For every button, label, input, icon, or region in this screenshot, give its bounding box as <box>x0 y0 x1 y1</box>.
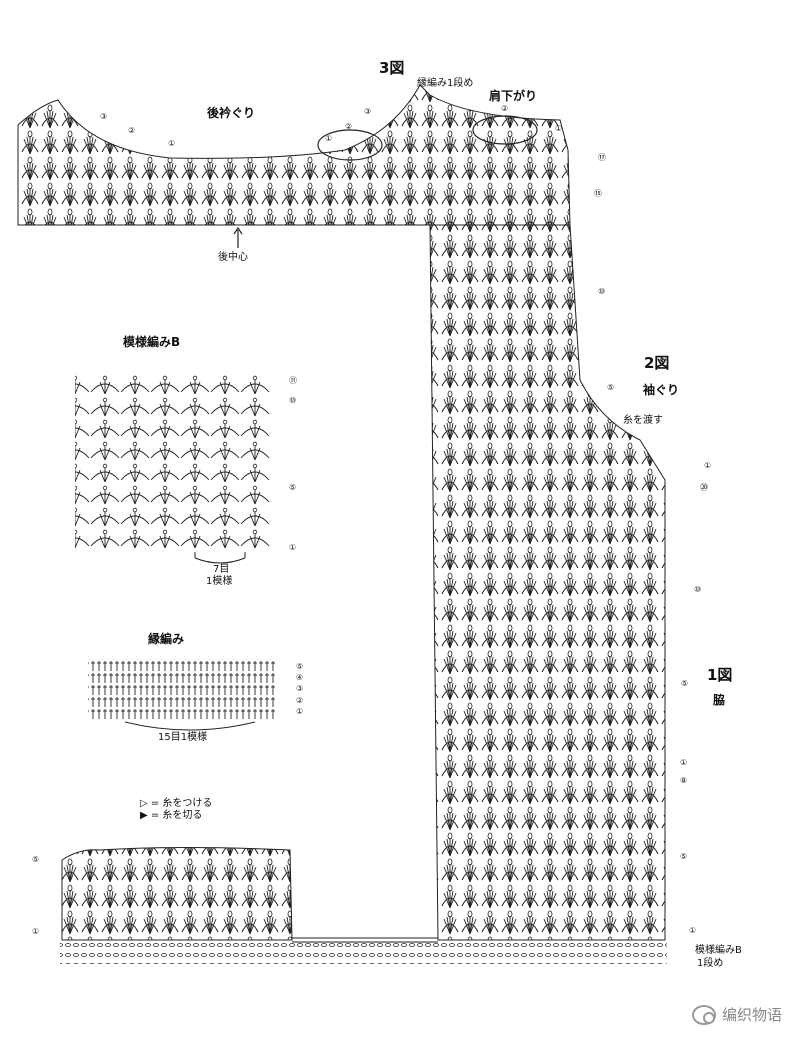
stitch-7-label: 7目 <box>213 564 230 575</box>
row-15: ⑮ <box>594 189 602 198</box>
legend-cut: ▶ = 糸を切る <box>140 810 203 821</box>
row-side-1: ① <box>704 461 711 470</box>
row-bd-1: ① <box>296 707 303 716</box>
lower-left-panel <box>61 847 293 941</box>
repeat-1-label: 1模様 <box>206 576 233 587</box>
pattern-b-swatch <box>75 372 270 550</box>
row-shoulder-1: ① <box>325 134 332 143</box>
edge-row1-label: 縁編み1段め <box>417 78 474 89</box>
fig2-label: 2図 <box>644 354 670 372</box>
row-right-1: ① <box>555 124 562 133</box>
row-pb-10: ⑩ <box>289 396 296 405</box>
row-armhole-5: ⑤ <box>607 383 614 392</box>
shoulder-dec-mark <box>472 115 538 145</box>
border-swatch <box>88 660 276 720</box>
row-pb-11: ⑪ <box>289 376 297 385</box>
body-panel <box>429 224 666 941</box>
back-yoke-panel <box>17 84 571 226</box>
row-side-20: ⑳ <box>700 483 708 492</box>
row-left-1: ① <box>680 758 687 767</box>
row-10: ⑩ <box>598 287 605 296</box>
wechat-icon <box>691 1004 716 1025</box>
bottom-border-row <box>60 940 667 964</box>
row-low-1: ① <box>689 926 696 935</box>
armhole-label: 袖ぐり <box>643 383 680 397</box>
border-title: 縁編み <box>148 632 185 646</box>
fig3-label: 3図 <box>379 59 405 77</box>
row-side-5: ⑤ <box>681 679 688 688</box>
row-neck-1: ① <box>168 139 175 148</box>
row-neck-3: ③ <box>100 112 107 121</box>
shoulder-dec-label: 肩下がり <box>489 89 538 103</box>
row-17: ⑰ <box>598 153 606 162</box>
watermark: 编织物语 <box>691 1004 782 1025</box>
pass-yarn-label: 糸を渡す <box>623 415 663 426</box>
pattern-b-row1-label-a: 模様編みB <box>695 945 742 956</box>
row-right-2: ② <box>501 104 508 113</box>
row-low-5: ⑤ <box>680 852 687 861</box>
row-neck-2: ② <box>128 126 135 135</box>
row-shoulder-3: ③ <box>364 107 371 116</box>
watermark-text: 编织物语 <box>721 1006 782 1024</box>
stitch-15-repeat-label: 15目1模様 <box>158 732 208 743</box>
pattern-b-title: 模様編みB <box>123 335 181 349</box>
row-numbers: ③ ② ① ③ ② ① ② ① ⑰ ⑮ ⑩ ⑤ ① ⑳ ⑩ ⑤ ① ⑧ ⑤ ① … <box>32 104 711 936</box>
row-bd-5: ⑤ <box>296 662 303 671</box>
neck-dec-mark <box>317 129 383 161</box>
row-shoulder-2: ② <box>345 122 352 131</box>
pattern-b-row1-label-b: 1段め <box>697 958 724 969</box>
fig1-label: 1図 <box>707 666 733 684</box>
side-label: 脇 <box>713 693 726 707</box>
row-side-10: ⑩ <box>694 585 701 594</box>
row-pb-1: ① <box>289 543 296 552</box>
row-pb-5: ⑤ <box>289 483 296 492</box>
back-neck-label: 後衿ぐり <box>207 106 256 120</box>
back-center-label: 後中心 <box>218 252 248 263</box>
row-bd-4: ④ <box>296 673 303 682</box>
row-bd-3: ③ <box>296 684 303 693</box>
row-bd-2: ② <box>296 696 303 705</box>
row-lw-5: ⑤ <box>32 855 39 864</box>
legend-attach: ▷ = 糸をつける <box>140 798 213 809</box>
row-lw-1: ① <box>32 927 39 936</box>
row-left-8: ⑧ <box>680 776 687 785</box>
